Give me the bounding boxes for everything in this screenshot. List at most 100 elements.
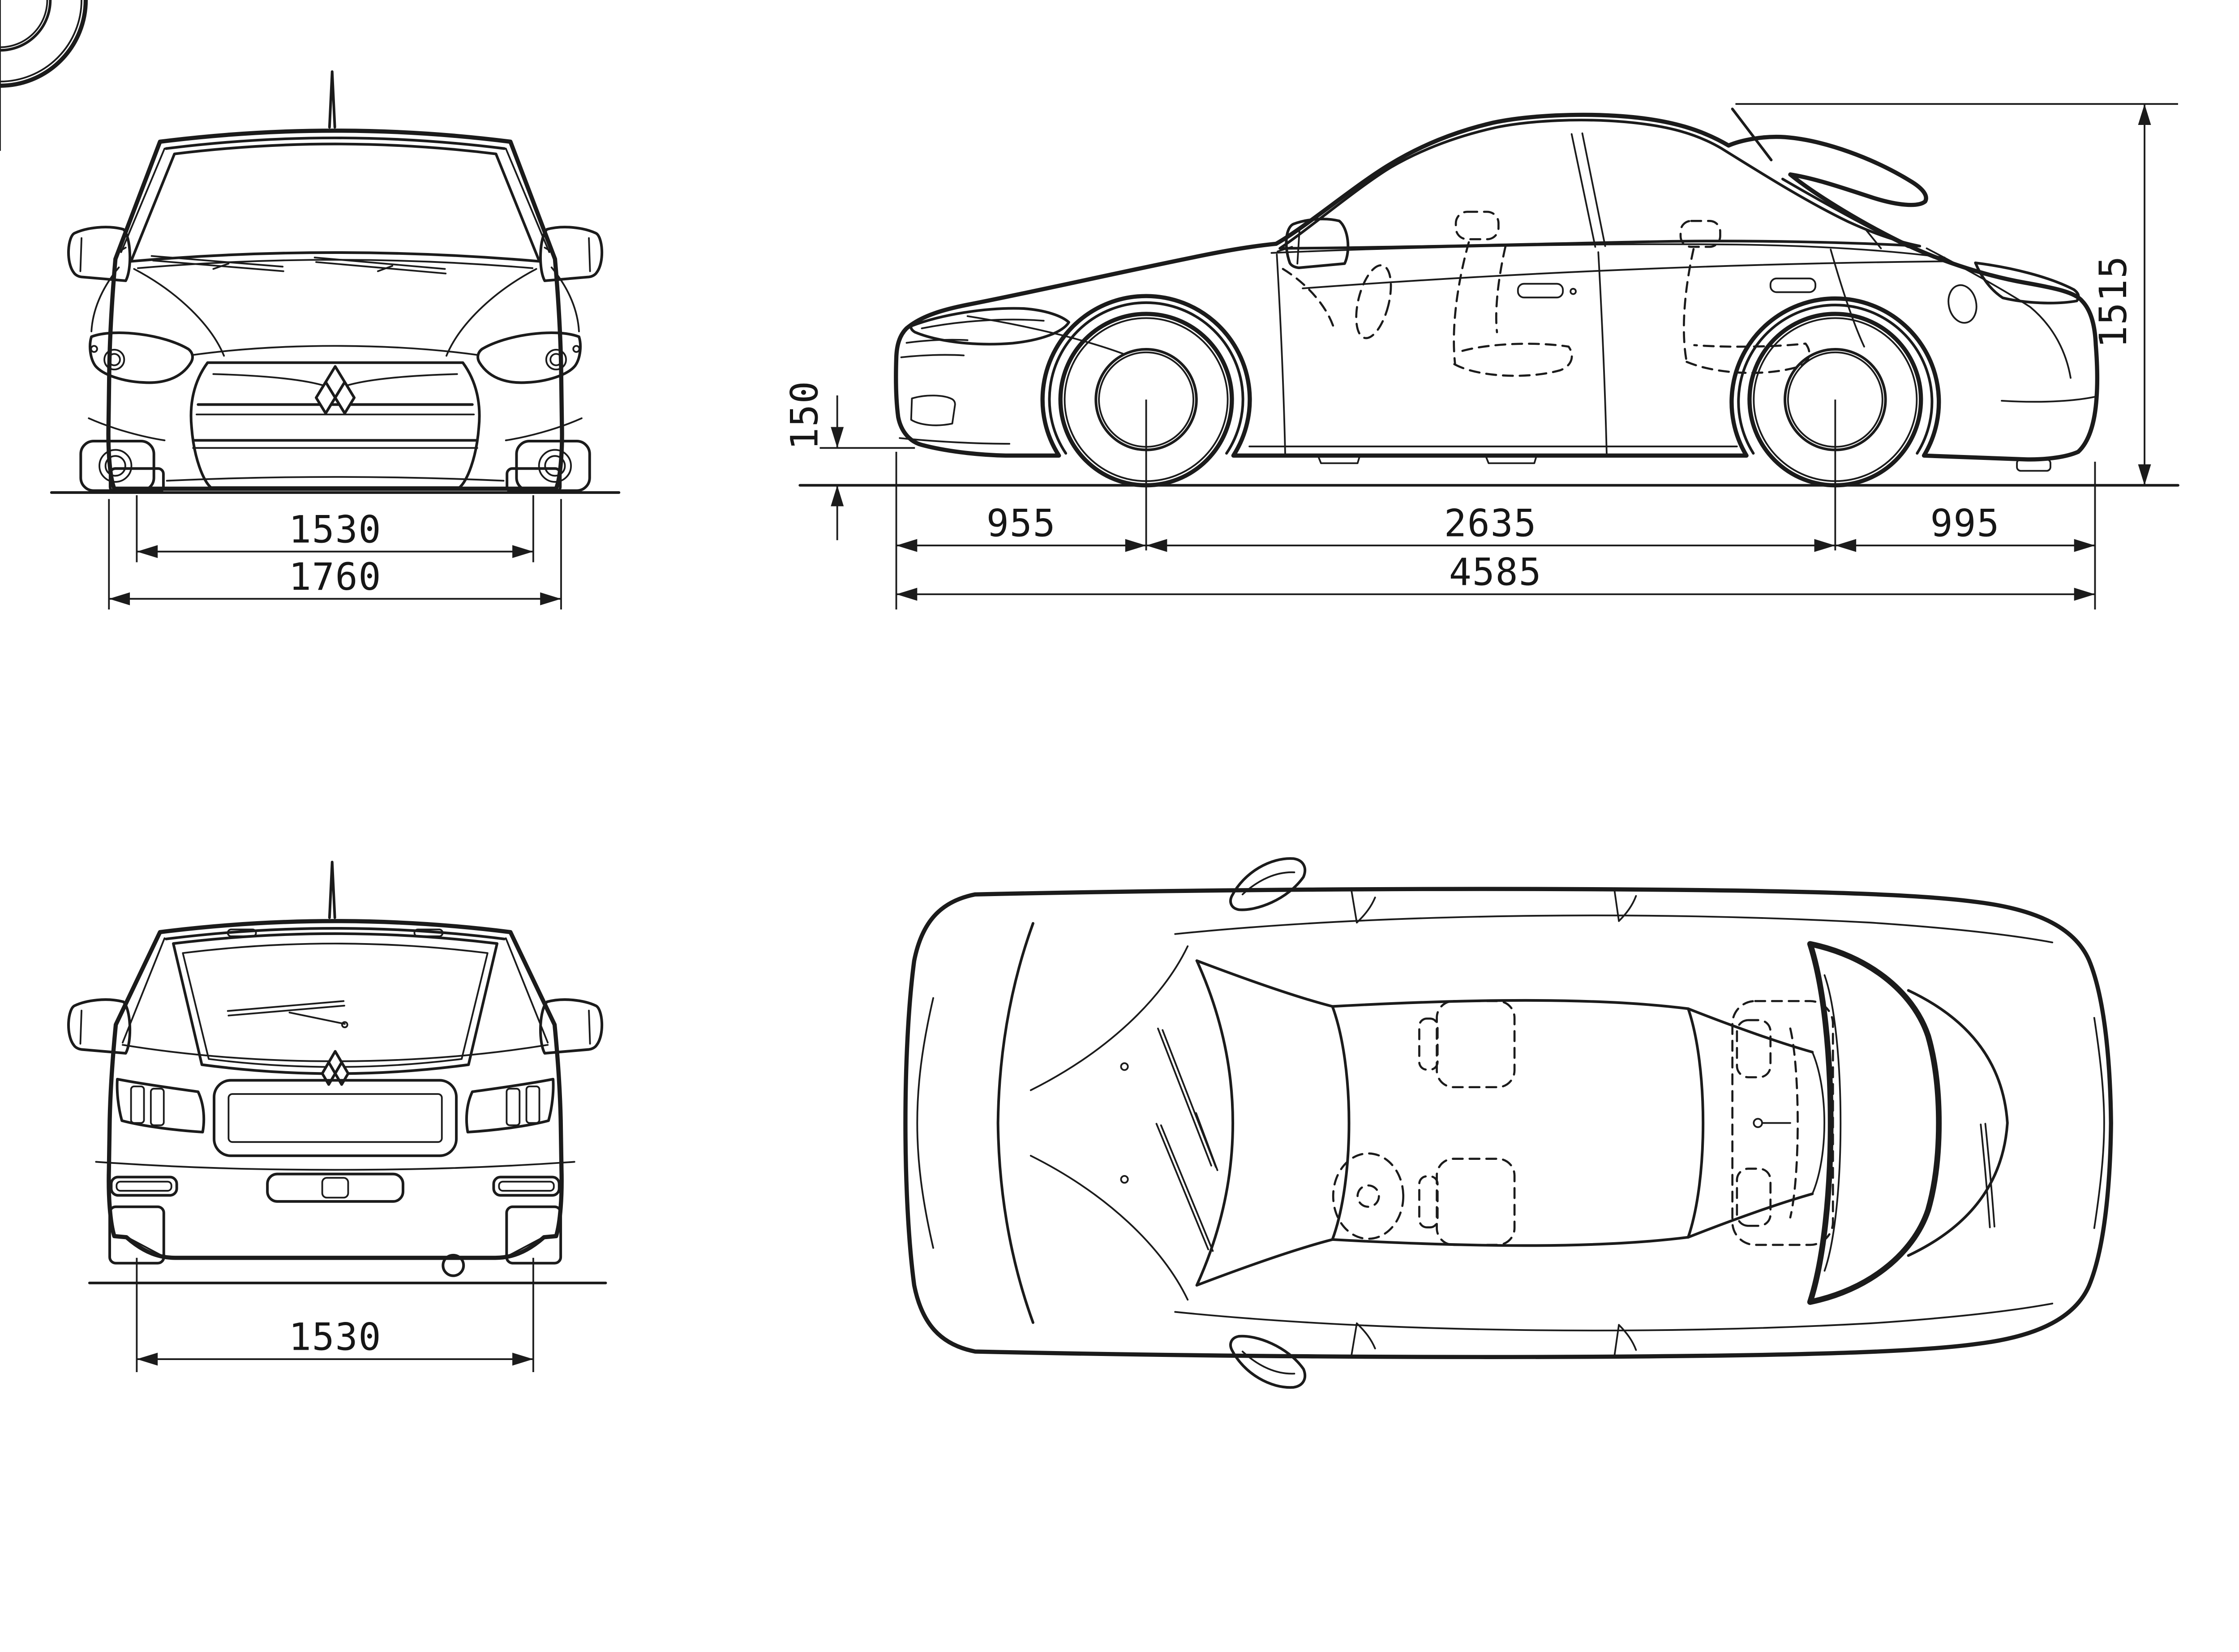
front-antenna: [328, 70, 336, 129]
rear-wheel: [1750, 314, 1921, 550]
rear-right-details: [414, 930, 602, 1263]
rear-track-value: 1530: [289, 1316, 382, 1359]
a-pillar-top: [1195, 959, 1334, 1008]
rear-door-handle: [1769, 277, 1817, 293]
front-overall-width-value: 1760: [289, 555, 382, 599]
rear-body-outline: [107, 919, 564, 1260]
rear-valance: [125, 1236, 545, 1258]
fender-crease: [966, 315, 1125, 355]
front-headrest-top: [1418, 1017, 1439, 1071]
overall-length-value: 4585: [1449, 551, 1542, 594]
front-wiper-right: [313, 257, 447, 275]
taillight: [116, 1077, 206, 1134]
front-bumper-lip: [166, 476, 505, 482]
cowl-arc-top: [1195, 959, 1235, 1287]
hood-seam-top: [996, 922, 1034, 1324]
front-seat-cushion: [1453, 343, 1573, 377]
roof-spoiler-top: [1807, 941, 1942, 1305]
front-door-handle: [1517, 283, 1564, 299]
dimension-length-row: 955 2635 995 4585: [895, 451, 2096, 610]
rear-roof-trim: [164, 927, 506, 940]
body-shoulder-line: [1174, 914, 2054, 944]
front-track-value: 1530: [289, 508, 382, 551]
b-pillar: [1570, 132, 1606, 248]
front-left-details: [67, 147, 225, 493]
top-body-outline: [903, 887, 2113, 1359]
rear-window: [172, 932, 499, 1075]
windshield-top-arc: [1331, 1005, 1351, 1241]
top-antenna: [1753, 1118, 1791, 1128]
front-bumper-seam-top: [916, 997, 934, 1249]
headlight-projector: [103, 348, 125, 371]
front-view-drawing: 1530 1760: [50, 70, 621, 610]
rear-quarter-seam: [1830, 249, 1865, 348]
side-mirror: [67, 226, 132, 282]
rear-seat-headrest: [1679, 220, 1721, 248]
washer-nozzle: [1120, 1062, 1129, 1071]
rear-dimension-track: 1530: [136, 1257, 534, 1372]
front-dimension-track: 1530: [136, 495, 534, 562]
rocker-line: [1248, 446, 1738, 464]
roof-spoiler-underline: [1781, 177, 1910, 249]
side-mirror: [67, 998, 132, 1055]
dimension-overall-height: 1515: [1735, 103, 2178, 485]
rear-overhang-value: 995: [1930, 502, 2000, 545]
rear-bench-dashed: [1731, 1000, 1834, 1246]
quarter-window-divider: [1864, 227, 1882, 249]
license-plate-recess: [213, 1079, 458, 1157]
mitsubishi-logo-front: [315, 365, 356, 415]
front-overhang-value: 955: [987, 502, 1056, 545]
front-wheel-arch: [1048, 301, 1244, 455]
side-fog-lamp: [910, 395, 956, 426]
front-seat-back: [1453, 241, 1470, 365]
front-wheel: [1060, 314, 1232, 550]
rear-left-details: [67, 928, 257, 1265]
shoulder-crease: [1302, 260, 1947, 289]
front-body-outline: [106, 129, 564, 491]
hatch-seam: [1926, 247, 2072, 379]
rear-headrest-top: [1736, 1019, 1772, 1078]
rear-exhaust: [442, 1253, 465, 1277]
overall-height-value: 1515: [2092, 255, 2135, 348]
top-view-drawing: [903, 857, 2113, 1387]
rear-antenna: [328, 860, 336, 919]
roof-side-rail: [1331, 999, 1690, 1010]
fuel-door: [1947, 284, 1977, 324]
rear-wiper: [227, 1000, 348, 1029]
front-wiper-left: [150, 255, 284, 272]
side-mirror-top: [1229, 857, 1307, 911]
tailgate-handle: [266, 1172, 404, 1203]
wheel: [0, 0, 88, 151]
front-seat-headrest: [1454, 210, 1500, 240]
car-blueprint-canvas: 1530 1760: [0, 0, 2179, 1405]
rear-wiper-top: [1980, 1123, 1995, 1228]
hatch-glass-top: [1907, 989, 2009, 1257]
headlight: [89, 331, 194, 384]
rear-seat-back: [1683, 248, 1695, 363]
exhaust-tip: [2016, 458, 2051, 472]
rear-wheel-arch: [1737, 304, 1934, 455]
bumper-reflector: [110, 1176, 178, 1197]
side-antenna: [1731, 107, 1773, 162]
front-dimension-overall-width: 1760: [108, 499, 562, 610]
side-glasshouse: [1278, 119, 1922, 250]
rear-bumper-seam-top: [2093, 1017, 2105, 1229]
side-headlight: [909, 307, 1070, 346]
front-seat-top: [1436, 1000, 1516, 1089]
taillight-side: [1974, 261, 2080, 305]
side-beltline: [1270, 243, 1946, 258]
front-grille: [189, 361, 481, 489]
mitsubishi-logo-rear: [321, 1050, 350, 1086]
tailgate-seam: [95, 1161, 575, 1171]
interior-dashed: [1282, 210, 1810, 377]
rear-view-drawing: 1530: [67, 860, 607, 1372]
front-door-seam: [1276, 253, 1286, 455]
top-wipers: [1155, 1027, 1218, 1252]
rear-door-seam: [1597, 251, 1608, 455]
front-roof-trim: [164, 136, 506, 150]
roof-spoiler-cap: [227, 928, 257, 937]
side-view-drawing: 150 955 2635 995 4585 1515: [0, 0, 2179, 610]
steering-wheel-top: [1332, 1152, 1405, 1240]
license-plate: [227, 1093, 443, 1143]
side-mirror: [1277, 218, 1350, 269]
